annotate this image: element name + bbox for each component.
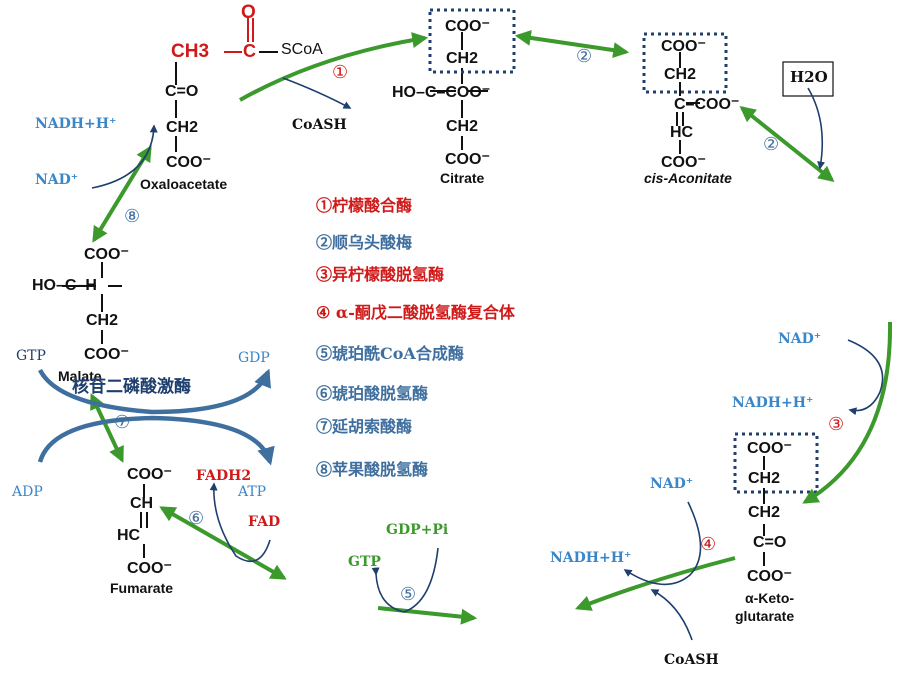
arrow-step-1 — [239, 32, 429, 102]
coash-release-arrow — [282, 77, 352, 109]
gtp-left-label: GTP — [16, 348, 46, 364]
gtp-to-gdp-loop — [38, 368, 271, 415]
cofactor-curves — [91, 77, 884, 641]
arrow-step-5 — [377, 606, 478, 625]
arrow-step-7 — [90, 393, 124, 463]
enzyme-3: ③异柠檬酸脱氢酶 — [316, 265, 445, 284]
fumarate-line-1: COO⁻ — [127, 466, 172, 483]
h2o-label: H2O — [790, 68, 828, 86]
ketoglutarate-label-2: glutarate — [735, 608, 795, 624]
ketoglutarate-label-1: α-Keto- — [745, 590, 795, 606]
gdp-gtp-arrow — [371, 547, 439, 613]
aconitate-line-4: HC — [670, 124, 694, 141]
nad-nadh-mid-arrow — [623, 501, 702, 586]
fad-fadh2-arrow — [209, 482, 271, 563]
step-4-number: ④ — [700, 534, 717, 555]
enzyme-5: ⑤琥珀酰CoA合成酶 — [316, 344, 464, 363]
step-6-number: ⑥ — [188, 508, 205, 529]
ketoglutarate-line-2: CH2 — [748, 470, 781, 487]
citrate-dotted-box — [428, 8, 516, 74]
step-1-number: ① — [332, 62, 349, 83]
citrate-label: Citrate — [440, 170, 485, 186]
ketoglutarate-line-4: C=O — [753, 534, 787, 551]
enzyme-1: ①柠檬酸合酶 — [316, 196, 413, 215]
ketoglutarate-line-3: CH2 — [748, 504, 781, 521]
gdp-pi-label: GDP+Pi — [386, 522, 449, 538]
step-3-number: ③ — [828, 414, 845, 435]
citrate-line-3: HO–C–COO⁻ — [392, 84, 491, 101]
water-arrow — [807, 87, 826, 170]
nadh-mid-label: NADH+H⁺ — [550, 550, 632, 566]
oxaloacetate-line-2: CH2 — [166, 119, 199, 136]
kinase-loops — [37, 368, 275, 466]
fumarate-label: Fumarate — [110, 580, 174, 596]
aconitate-line-1: COO⁻ — [661, 38, 706, 55]
fad-label: FAD — [248, 514, 281, 530]
aconitate-line-3: C–COO⁻ — [674, 96, 740, 113]
adp-to-atp-loop — [37, 415, 275, 466]
arrow-step-3 — [802, 321, 893, 504]
nadh-right-label: NADH+H⁺ — [732, 395, 814, 411]
enzyme-7: ⑦延胡索酸酶 — [316, 417, 413, 436]
aconitate-label: cis-Aconitate — [644, 170, 732, 186]
citrate-line-1: COO⁻ — [445, 18, 490, 35]
malate-line-4: COO⁻ — [84, 346, 129, 363]
malate-line-2: HO–C–H — [32, 277, 97, 294]
coash-bottom-label: CoASH — [664, 652, 719, 668]
arrow-step-2a — [514, 29, 630, 59]
step-2a-number: ② — [576, 46, 593, 67]
citrate-line-4: CH2 — [446, 118, 479, 135]
enzyme-4: ④ α-酮戊二酸脱氢酶复合体 — [316, 303, 515, 322]
atp-label: ATP — [238, 484, 267, 500]
acetyl-methyl: CH3 — [171, 41, 210, 62]
nadh-left-label: NADH+H⁺ — [35, 116, 117, 132]
malate-label: Malate — [58, 368, 102, 384]
ketoglutarate-line-1: COO⁻ — [747, 440, 792, 457]
fumarate-line-4: COO⁻ — [127, 560, 172, 577]
aconitate-line-5: COO⁻ — [661, 154, 706, 171]
kinase-overlay-text: 核苷二磷酸激酶 — [72, 377, 191, 397]
step-5-number: ⑤ — [400, 584, 417, 605]
acetyl-carbon: C — [243, 41, 256, 61]
reaction-arrows — [90, 29, 893, 625]
enzyme-6: ⑥琥珀酸脱氢酶 — [316, 384, 429, 403]
gtp-mid-label: GTP — [348, 554, 381, 570]
gdp-left-label: GDP — [238, 350, 270, 366]
aconitate-line-2: CH2 — [664, 66, 697, 83]
nad-left-label: NAD⁺ — [35, 172, 79, 188]
malate-line-3: CH2 — [86, 312, 119, 329]
arrow-step-2b — [739, 106, 835, 182]
malate-line-1: COO⁻ — [84, 246, 129, 263]
oxaloacetate-line-1: C=O — [165, 83, 199, 100]
acetyl-scoa: SCoA — [281, 41, 323, 58]
water-box — [782, 61, 834, 97]
ketoglutarate-line-5: COO⁻ — [747, 568, 792, 585]
enzyme-8: ⑧苹果酸脱氢酶 — [316, 460, 429, 479]
coash-top-label: CoASH — [292, 117, 347, 133]
nad-nadh-left-arrow — [91, 124, 158, 189]
citrate-line-5: COO⁻ — [445, 151, 490, 168]
coash-in-arrow — [650, 589, 693, 641]
fadh2-label: FADH2 — [196, 468, 252, 484]
acetyl-carbonyl-oxygen: O — [241, 2, 256, 23]
nad-right-label: NAD⁺ — [778, 331, 822, 347]
citrate-line-2: CH2 — [446, 50, 479, 67]
step-8-number: ⑧ — [124, 206, 141, 227]
fumarate-line-2: CH — [130, 495, 154, 512]
step-7-number: ⑦ — [114, 412, 131, 433]
nad-mid-label: NAD⁺ — [650, 476, 694, 492]
oxaloacetate-label: Oxaloacetate — [140, 176, 228, 192]
adp-label: ADP — [12, 484, 43, 500]
step-2b-number: ② — [763, 134, 780, 155]
arrow-step-4 — [575, 556, 736, 611]
chemical-bonds — [62, 18, 765, 566]
nad-nadh-right-arrow — [847, 339, 884, 416]
enzyme-2: ②顺乌头酸梅 — [316, 233, 413, 252]
arrow-step-6 — [159, 506, 287, 580]
oxaloacetate-line-3: COO⁻ — [166, 154, 211, 171]
fumarate-line-3: HC — [117, 527, 141, 544]
dotted-highlight-boxes — [428, 8, 819, 494]
